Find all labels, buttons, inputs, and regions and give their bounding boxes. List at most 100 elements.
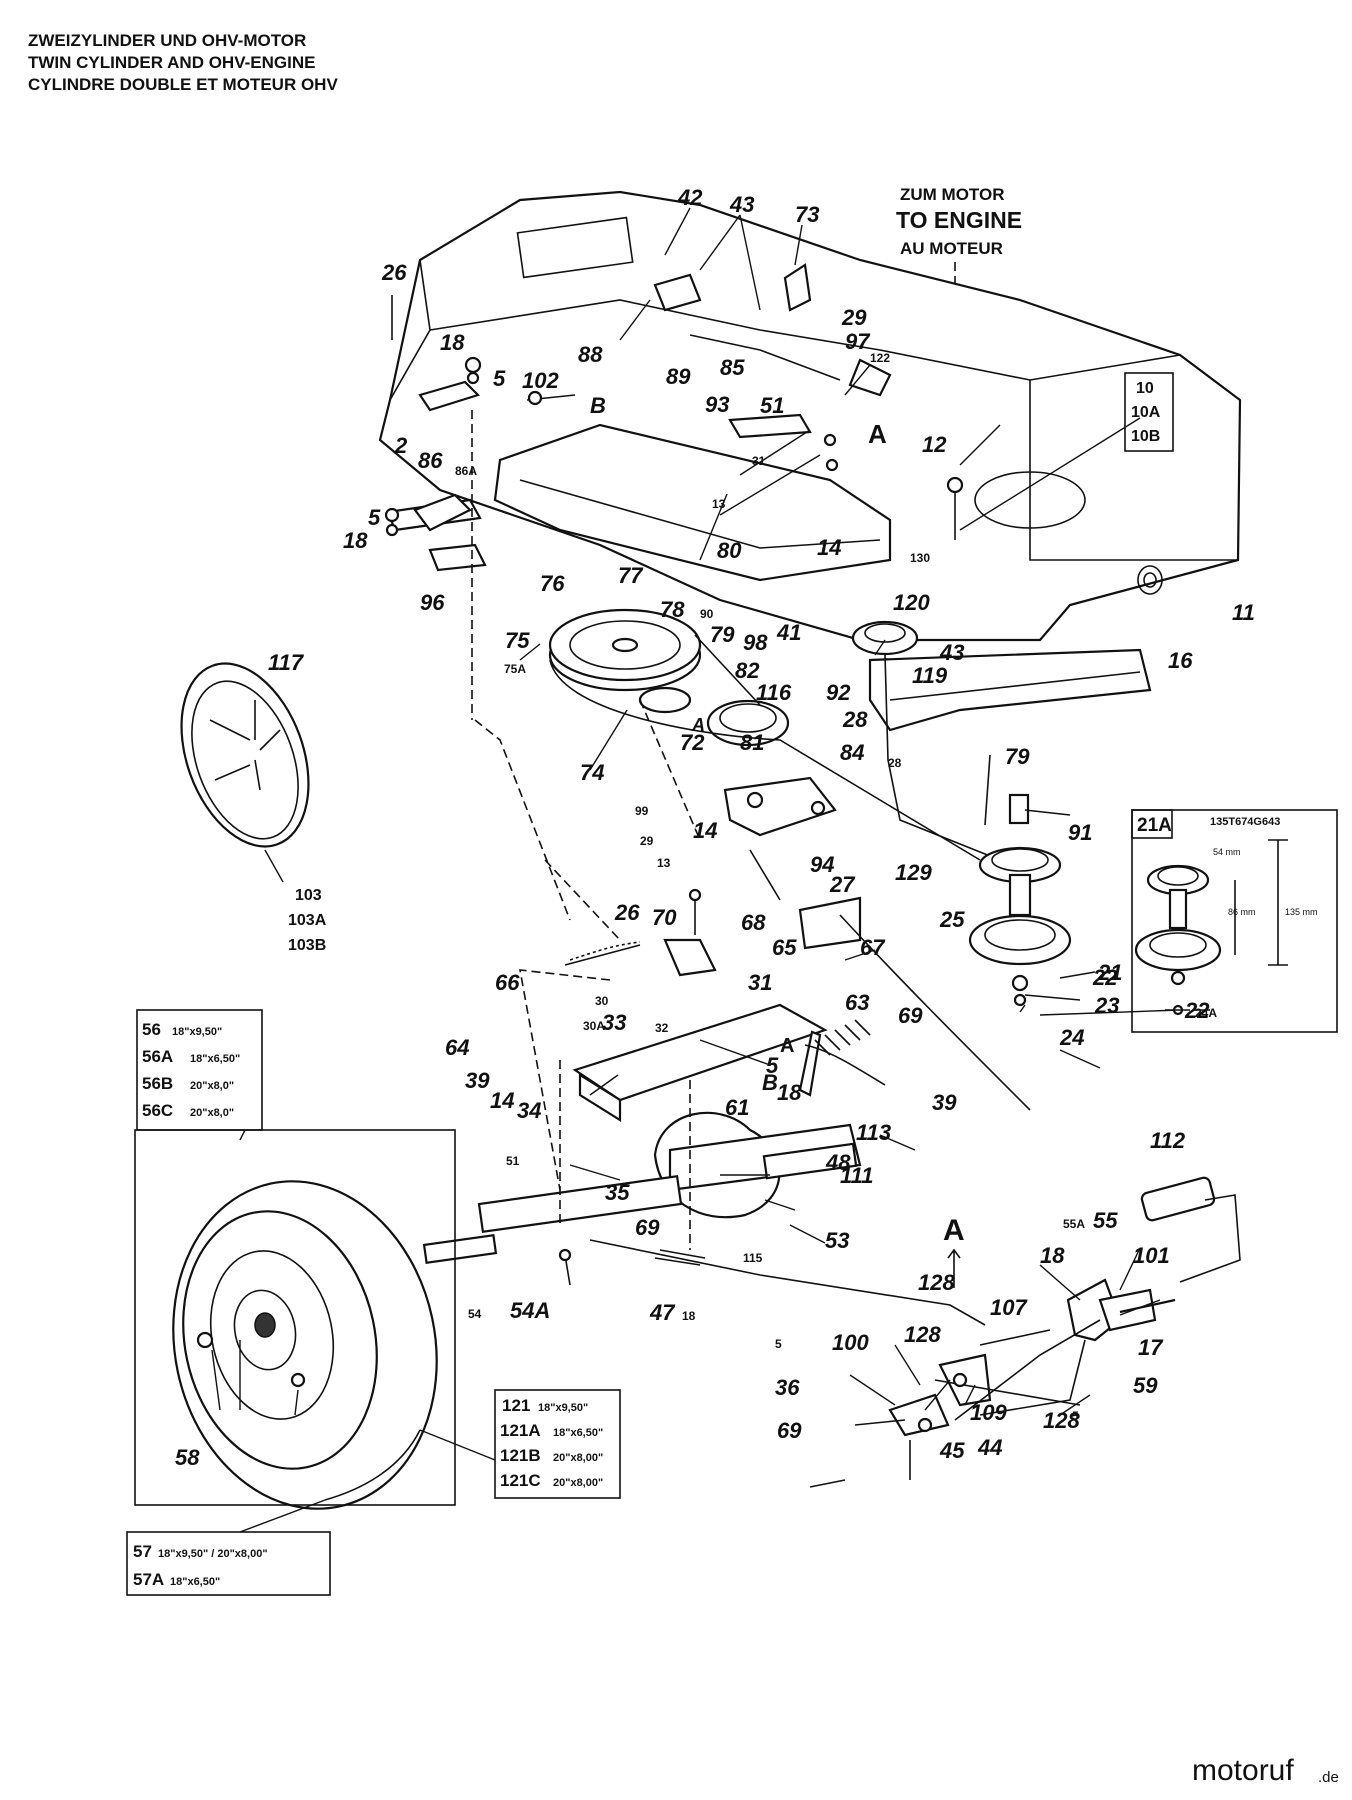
part-number-label: 31 — [752, 454, 766, 468]
box-21a-part-label: 22 — [1184, 998, 1210, 1023]
box-56-code: 56B — [142, 1074, 173, 1093]
wheel-code: 103 — [295, 887, 322, 904]
part-number-label: 30A — [583, 1019, 605, 1033]
box-56-size: 20"x8,0" — [190, 1080, 234, 1092]
part-number-label: 55A — [1063, 1217, 1085, 1231]
part-number-label: 28 — [842, 707, 868, 732]
part-number-label: 27 — [829, 872, 856, 897]
part-number-label: 44 — [977, 1435, 1002, 1460]
part-number-label: 119 — [912, 663, 948, 688]
part-number-label: 81 — [740, 730, 764, 755]
part-number-label: 18 — [777, 1080, 802, 1105]
part-number-label: 76 — [540, 571, 565, 596]
part-number-label: 128 — [918, 1270, 955, 1295]
part-number-label: 64 — [445, 1035, 469, 1060]
part-number-label: 79 — [710, 622, 735, 647]
part-number-label: 18 — [440, 330, 465, 355]
box-121-variants: 121 18"x9,50" 121A 18"x6,50" 121B 20"x8,… — [419, 1389, 621, 1499]
part-number-label: 31 — [748, 970, 772, 995]
part-number-label: 78 — [660, 597, 685, 622]
part-number-label: 128 — [904, 1322, 941, 1347]
part-number-label: 130 — [910, 551, 930, 565]
box-56-variants: 56 18"x9,50" 56A 18"x6,50" 56B 20"x8,0" … — [134, 1009, 456, 1506]
part-number-label: 128 — [1043, 1408, 1080, 1433]
wheel-code: 103A — [288, 912, 327, 929]
part-number-label: 13 — [712, 497, 726, 511]
part-number-label: 70 — [652, 905, 677, 930]
brand-name: motoruf — [1192, 1754, 1294, 1787]
box-56-size: 18"x6,50" — [190, 1053, 240, 1065]
part-number-label: 34 — [517, 1098, 541, 1123]
header-line-fr: CYLINDRE DOUBLE ET MOTEUR OHV — [28, 75, 338, 94]
part-number-label: 39 — [465, 1068, 490, 1093]
wheel-code: 103B — [288, 937, 326, 954]
frame-drawing — [378, 190, 1242, 732]
box-121-size: 20"x8,00" — [553, 1452, 603, 1464]
marker-a-upper: A — [868, 419, 887, 449]
part-number-label: 74 — [580, 760, 604, 785]
box-10-line: 10B — [1131, 428, 1160, 445]
part-number-label: 92 — [826, 680, 851, 705]
part-number-label: 69 — [635, 1215, 660, 1240]
part-number-label: 69 — [898, 1003, 923, 1028]
part-number-label: 14 — [490, 1088, 514, 1113]
box-10-line: 10A — [1131, 404, 1161, 421]
engine-note-en: TO ENGINE — [896, 207, 1022, 233]
box-10-variants: 10 10A 10B — [1124, 372, 1174, 452]
part-number-label: 82 — [735, 658, 760, 683]
box-56-code: 56A — [142, 1047, 173, 1066]
part-number-label: 96 — [420, 590, 445, 615]
part-number-label: 29 — [841, 305, 867, 330]
part-number-label: 90 — [700, 607, 714, 621]
transmission-drawing — [422, 914, 1031, 1326]
box-121-code: 121B — [500, 1446, 541, 1465]
box-57-variants: 57 18"x9,50" / 20"x8,00" 57A 18"x6,50" — [126, 1499, 331, 1596]
part-number-label: 43 — [939, 640, 964, 665]
part-number-label: 102 — [522, 368, 559, 393]
rear-wheel-drawing — [172, 1180, 438, 1510]
part-number-label: 109 — [970, 1400, 1007, 1425]
part-number-label: 94 — [810, 852, 834, 877]
part-number-label: 55 — [1093, 1208, 1118, 1233]
marker-a-frame: A — [780, 1035, 794, 1057]
part-number-label: 18 — [682, 1309, 696, 1323]
arrow-up-icon — [947, 1248, 961, 1288]
part-number-label: 86 — [418, 448, 443, 473]
part-number-label: 58 — [175, 1445, 200, 1470]
part-number-label: 86A — [455, 464, 477, 478]
part-number-label: 23 — [1094, 993, 1119, 1018]
box-121-size: 20"x8,00" — [553, 1477, 603, 1489]
part-number-label: 45 — [939, 1438, 965, 1463]
part-number-label: 79 — [1005, 744, 1030, 769]
part-number-label: B — [762, 1070, 778, 1095]
part-number-label: 91 — [1068, 820, 1092, 845]
part-number-label: 115 — [743, 1251, 763, 1265]
box-21a-title: 21A — [1137, 815, 1172, 836]
part-number-label: 66 — [495, 970, 520, 995]
box-121-size: 18"x9,50" — [538, 1402, 588, 1414]
box-21a-dim-54: 54 mm — [1213, 847, 1241, 857]
part-number-label: 5 — [1072, 1409, 1079, 1423]
part-number-label: 53 — [825, 1228, 849, 1253]
part-number-label: 111 — [840, 1163, 873, 1188]
part-number-label: 97 — [845, 329, 871, 354]
part-number-label: 33 — [602, 1010, 626, 1035]
engine-note-de: ZUM MOTOR — [900, 185, 1005, 204]
box-121-code: 121C — [500, 1471, 541, 1490]
part-number-label: 107 — [990, 1295, 1028, 1320]
linkage-drawing — [564, 776, 862, 977]
front-wheel-drawing — [180, 662, 310, 848]
box-57-code: 57 — [133, 1542, 152, 1561]
box-10-line: 10 — [1136, 380, 1154, 397]
part-number-label: 65 — [772, 935, 797, 960]
part-number-label: 25 — [939, 907, 965, 932]
part-number-label: 18 — [343, 528, 368, 553]
box-21a-detail: 21A 135T674G643 54 mm 86 mm 135 mm 22 — [1131, 809, 1338, 1033]
part-number-label: 75 — [505, 628, 530, 653]
part-number-label: 122 — [870, 351, 890, 365]
part-number-label: 80 — [717, 538, 742, 563]
part-number-label: 68 — [741, 910, 766, 935]
pedal-drawing — [809, 1176, 1241, 1488]
part-number-label: 35 — [605, 1180, 630, 1205]
box-57-size: 18"x6,50" — [170, 1576, 220, 1588]
